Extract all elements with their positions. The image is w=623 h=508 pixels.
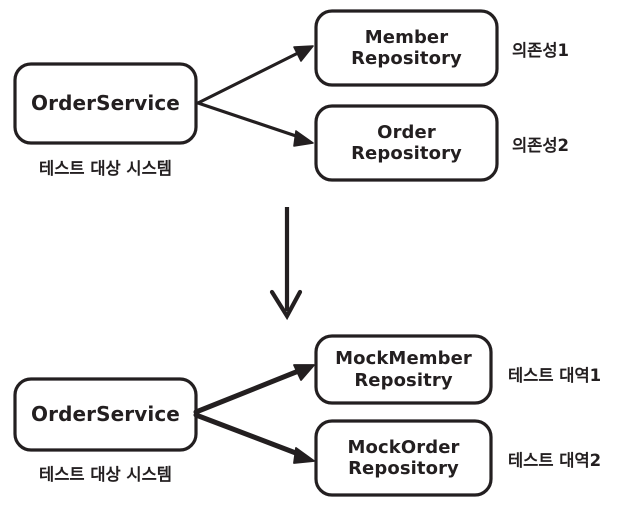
note-test-double-2: 테스트 대역2 <box>508 451 602 470</box>
node-box-orderservice-before <box>13 62 198 145</box>
note-test-double-1: 테스트 대역1 <box>508 366 602 385</box>
arrow-down-icon <box>269 207 303 321</box>
arrow-orderservice-to-mockorder-repository <box>193 412 315 464</box>
note-dependency-2: 의존성2 <box>512 136 570 155</box>
node-box-mockorder-repository <box>314 419 493 497</box>
caption-system-under-test-after: 테스트 대상 시스템 <box>39 465 172 484</box>
note-dependency-1: 의존성1 <box>512 41 570 60</box>
arrow-orderservice-to-member-repository <box>196 45 314 105</box>
arrow-orderservice-to-order-repository <box>196 101 314 147</box>
caption-system-under-test-before: 테스트 대상 시스템 <box>39 159 172 178</box>
node-box-member-repository <box>314 9 499 87</box>
node-box-order-repository <box>314 104 499 182</box>
arrow-orderservice-to-mockmember-repository <box>193 364 315 415</box>
node-box-mockmember-repository <box>314 334 493 405</box>
node-box-orderservice-after <box>13 377 198 452</box>
